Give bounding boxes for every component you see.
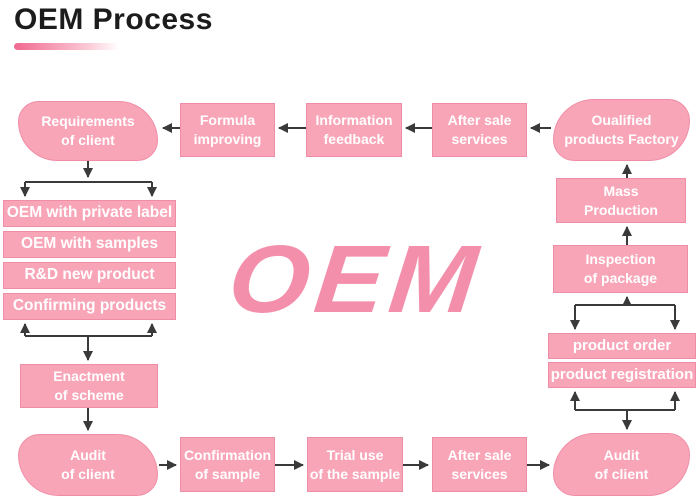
node-trial-use-of-sample: Trial use of the sample (307, 437, 403, 492)
node-product-registration: product registration (548, 362, 696, 388)
node-oem-with-samples: OEM with samples (3, 231, 176, 258)
node-audit-of-client-left: Audit of client (18, 434, 158, 496)
node-confirming-products: Confirming products (3, 293, 176, 320)
node-after-sale-services-top: After sale services (432, 103, 527, 157)
node-inspection-of-package: Inspection of package (553, 245, 688, 293)
node-product-order: product order (548, 333, 696, 359)
node-requirements-of-client: Requirements of client (18, 101, 158, 161)
node-information-feedback: Information feedback (306, 103, 402, 157)
page-title: OEM Process (14, 3, 213, 36)
node-after-sale-services-bottom: After sale services (432, 437, 527, 492)
node-mass-production: Mass Production (556, 178, 686, 223)
node-formula-improving: Formula improving (180, 103, 275, 157)
oem-watermark-logo: OEM (223, 225, 488, 333)
node-qualified-products-factory: Oualified products Factory (553, 99, 690, 161)
node-audit-of-client-right: Audit of client (553, 433, 690, 496)
node-enactment-of-scheme: Enactment of scheme (20, 364, 158, 408)
node-confirmation-of-sample: Confirmation of sample (180, 437, 275, 492)
node-rd-new-product: R&D new product (3, 262, 176, 289)
node-oem-with-private-label: OEM with private label (3, 200, 176, 227)
title-underline (14, 43, 119, 50)
